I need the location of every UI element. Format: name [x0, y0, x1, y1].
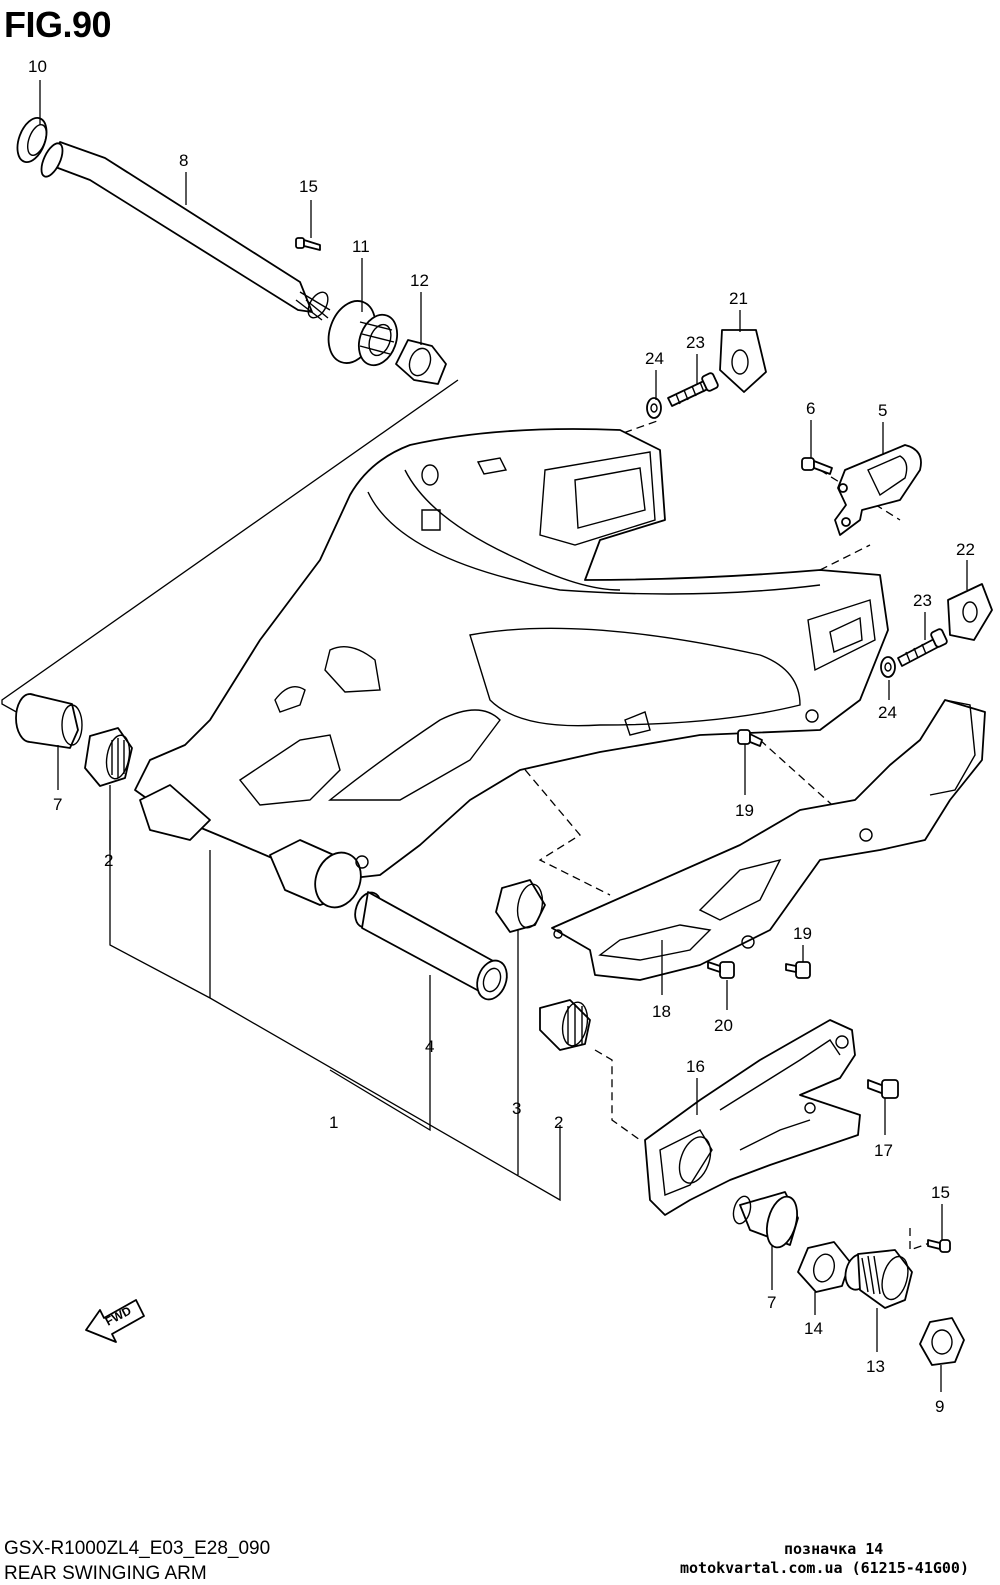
part-9-nut[interactable]	[919, 1317, 965, 1366]
part-19-screw-upper[interactable]	[737, 729, 763, 747]
part-14-hex-nut[interactable]	[797, 1241, 851, 1293]
part-10-seal[interactable]	[12, 114, 52, 166]
part-4-shaft[interactable]	[351, 889, 512, 1004]
callout-2-left: 2	[104, 851, 113, 870]
section-name: REAR SWINGING ARM	[4, 1563, 207, 1584]
callout-9: 9	[935, 1397, 944, 1416]
callout-13: 13	[866, 1357, 885, 1376]
callout-19-upper: 19	[735, 801, 754, 820]
part-13-adjuster[interactable]	[842, 1249, 913, 1309]
callout-23-top: 23	[686, 333, 705, 352]
part-3-bearing[interactable]	[495, 879, 546, 933]
callout-8: 8	[179, 151, 188, 170]
callout-22: 22	[956, 540, 975, 559]
callout-17: 17	[874, 1141, 893, 1160]
part-7-collar-left[interactable]	[15, 693, 83, 749]
callout-7-right: 7	[767, 1293, 776, 1312]
callout-10: 10	[28, 57, 47, 76]
callout-leaders	[39, 80, 968, 1392]
part-21-adjuster-block[interactable]	[719, 329, 767, 393]
callout-4: 4	[425, 1037, 434, 1056]
stamp-line-2: motokvartal.com.ua (61215-41G00)	[680, 1559, 969, 1577]
part-19-screw-lower[interactable]	[785, 961, 811, 979]
callout-16: 16	[686, 1057, 705, 1076]
part-23-adjuster-bolt-top[interactable]	[667, 372, 719, 407]
part-18-chain-cover[interactable]	[551, 699, 986, 981]
callout-11: 11	[352, 237, 370, 256]
callout-6: 6	[806, 399, 815, 418]
part-11-adjuster-bushing[interactable]	[320, 294, 403, 370]
part-12-hex-nut[interactable]	[395, 339, 447, 385]
part-17-bolt[interactable]	[867, 1079, 899, 1099]
callout-24-right: 24	[878, 703, 897, 722]
callout-24-top: 24	[645, 349, 664, 368]
callout-labels: 10 8 15 11 12 21 23 24 6 5 22 23 24 7 2 …	[28, 57, 975, 1416]
part-22-adjuster-block[interactable]	[947, 583, 993, 641]
callout-15-bottom: 15	[931, 1183, 950, 1202]
callout-14: 14	[804, 1319, 823, 1338]
stamp-line-1: позначка 14	[784, 1540, 884, 1558]
callout-1: 1	[329, 1113, 338, 1132]
part-16-chain-guide[interactable]	[644, 1019, 861, 1216]
part-15-screw-bottom[interactable]	[927, 1239, 951, 1253]
part-24-washer-right[interactable]	[880, 656, 896, 678]
callout-5: 5	[878, 401, 887, 420]
part-2-bearing-left[interactable]	[84, 727, 133, 787]
part-20-screw[interactable]	[707, 961, 735, 979]
callout-20: 20	[714, 1016, 733, 1035]
part-15-screw-top[interactable]	[295, 237, 321, 251]
part-5-plate[interactable]	[834, 444, 922, 536]
part-2-bearing-right[interactable]	[539, 999, 591, 1051]
part-1-swingarm[interactable]	[134, 428, 889, 914]
assembly-guide-lines	[1, 379, 939, 1251]
callout-15-top: 15	[299, 177, 318, 196]
part-8-pivot-shaft[interactable]	[37, 140, 332, 321]
part-6-bolt[interactable]	[801, 457, 833, 475]
part-24-washer-top[interactable]	[646, 397, 662, 419]
callout-12: 12	[410, 271, 429, 290]
callout-7-left: 7	[53, 795, 62, 814]
figure-title: FIG.90	[4, 4, 112, 45]
part-23-adjuster-bolt-right[interactable]	[897, 628, 948, 667]
part-7-collar-right[interactable]	[731, 1191, 803, 1251]
callout-18: 18	[652, 1002, 671, 1021]
callout-21: 21	[729, 289, 748, 308]
callout-3: 3	[512, 1099, 521, 1118]
callout-2-right: 2	[554, 1113, 563, 1132]
callout-19-lower: 19	[793, 924, 812, 943]
callout-23-right: 23	[913, 591, 932, 610]
model-code: GSX-R1000ZL4_E03_E28_090	[4, 1538, 271, 1559]
